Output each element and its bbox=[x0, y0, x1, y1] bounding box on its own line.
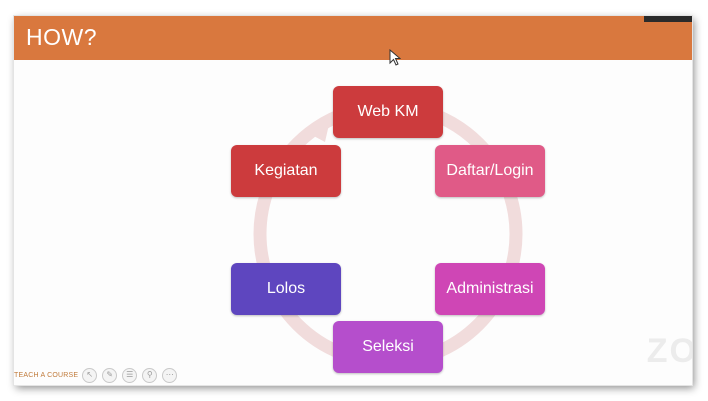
step-label: Administrasi bbox=[446, 280, 534, 297]
step-administrasi[interactable]: Administrasi bbox=[435, 263, 545, 315]
ring-arrow-icon bbox=[310, 120, 330, 142]
menu-icon[interactable]: ☰ bbox=[122, 367, 138, 383]
zoom-icon[interactable]: ⚲ bbox=[142, 367, 158, 383]
step-label: Kegiatan bbox=[254, 162, 318, 179]
step-lolos[interactable]: Lolos bbox=[231, 263, 341, 315]
slide-window: HOW? Web KM Daftar/Login Administrasi Se… bbox=[14, 16, 692, 385]
more-icon[interactable]: ⋯ bbox=[162, 367, 178, 383]
step-daftar-login[interactable]: Daftar/Login bbox=[435, 145, 545, 197]
presentation-toolbar: TEACH A COURSE ↖ ✎ ☰ ⚲ ⋯ bbox=[14, 367, 182, 383]
step-label: Web KM bbox=[357, 103, 419, 120]
mouse-cursor-icon bbox=[389, 49, 401, 66]
step-seleksi[interactable]: Seleksi bbox=[333, 321, 443, 373]
step-kegiatan[interactable]: Kegiatan bbox=[231, 145, 341, 197]
step-label: Daftar/Login bbox=[446, 162, 534, 179]
slide-title: HOW? bbox=[26, 24, 97, 50]
step-label: Seleksi bbox=[362, 338, 414, 355]
toolbar-label: TEACH A COURSE bbox=[14, 371, 79, 379]
step-web-km[interactable]: Web KM bbox=[333, 86, 443, 138]
zoom-watermark: ZO bbox=[646, 332, 692, 370]
camera-preview bbox=[644, 16, 692, 22]
pen-icon[interactable]: ✎ bbox=[102, 367, 118, 383]
pointer-icon[interactable]: ↖ bbox=[82, 367, 98, 383]
step-label: Lolos bbox=[266, 280, 306, 297]
slide-header: HOW? bbox=[14, 16, 692, 60]
